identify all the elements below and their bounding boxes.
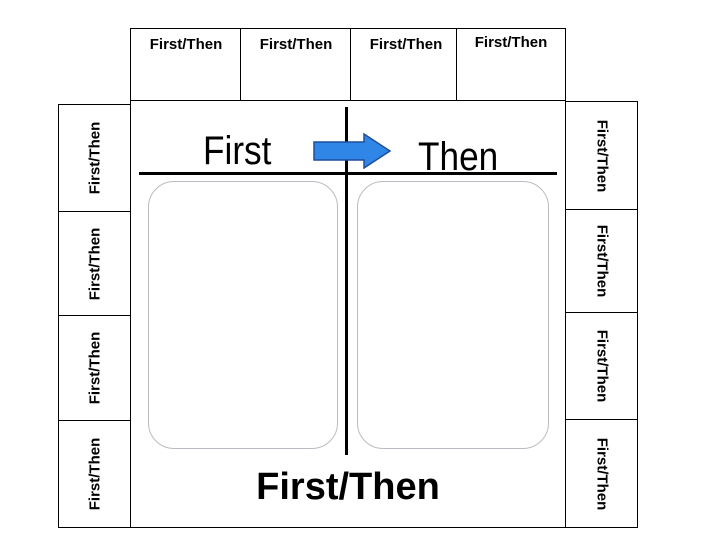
right-arrow-icon <box>313 133 392 169</box>
tab-label: First/Then <box>593 119 610 192</box>
then-picture-slot[interactable] <box>357 181 549 449</box>
left-tab-2: First/Then <box>58 211 131 316</box>
horizontal-divider <box>139 172 557 175</box>
top-tab-4: First/Then <box>456 28 566 101</box>
left-tab-1: First/Then <box>58 104 131 212</box>
then-heading: Then <box>418 135 499 179</box>
first-heading: First <box>203 129 272 173</box>
right-tab-2: First/Then <box>565 209 638 313</box>
top-tab-1: First/Then <box>130 28 242 101</box>
first-picture-slot[interactable] <box>148 181 338 449</box>
tab-label: First/Then <box>369 36 443 53</box>
right-tab-3: First/Then <box>565 312 638 420</box>
board-title: First/Then <box>256 466 440 508</box>
top-tab-3: First/Then <box>350 28 462 101</box>
tab-label: First/Then <box>86 331 103 405</box>
tab-label: First/Then <box>593 224 610 298</box>
right-tab-4: First/Then <box>565 419 638 528</box>
tab-label: First/Then <box>593 437 610 510</box>
vertical-divider <box>345 107 348 455</box>
tab-label: First/Then <box>474 34 548 51</box>
left-tab-3: First/Then <box>58 315 131 421</box>
tab-label: First/Then <box>86 227 103 300</box>
right-tab-1: First/Then <box>565 101 638 210</box>
tab-label: First/Then <box>593 329 610 403</box>
left-tab-4: First/Then <box>58 420 131 528</box>
tab-label: First/Then <box>259 36 333 53</box>
top-tab-2: First/Then <box>240 28 352 101</box>
tab-label: First/Then <box>86 437 103 511</box>
tab-label: First/Then <box>86 121 103 195</box>
tab-label: First/Then <box>149 36 223 53</box>
